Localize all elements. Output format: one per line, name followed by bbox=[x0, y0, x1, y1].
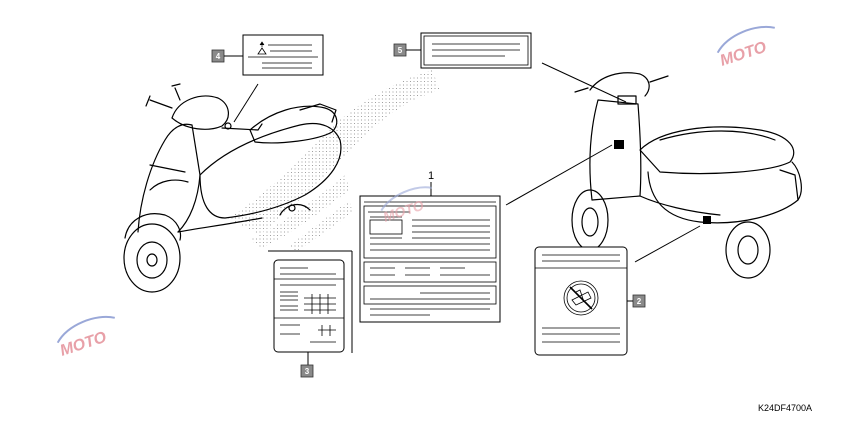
callout-4-text: 5 bbox=[398, 46, 403, 55]
callout-3-text: 4 bbox=[216, 52, 221, 61]
diagram-code: K24DF4700A bbox=[758, 403, 812, 413]
callout-5-text: 3 bbox=[305, 367, 310, 376]
label-4-card: 5 bbox=[393, 32, 627, 103]
label-3-card: 4 bbox=[211, 34, 324, 123]
label-1-card: 1 bbox=[359, 144, 613, 323]
watermark-top-right: MOTO bbox=[716, 25, 776, 70]
no-tampering-icon bbox=[563, 280, 599, 316]
scooter-right bbox=[571, 72, 802, 279]
callout-2-text: 2 bbox=[637, 297, 642, 306]
part-number-label: 1 bbox=[428, 170, 434, 182]
wing-decoration bbox=[228, 70, 440, 252]
label-2-card: 2 bbox=[534, 225, 701, 356]
scooter-left bbox=[123, 83, 342, 293]
callout-5-box bbox=[300, 364, 314, 378]
watermark-bottom-left: MOTO bbox=[56, 315, 116, 360]
label-5-card: 3 bbox=[268, 250, 353, 378]
